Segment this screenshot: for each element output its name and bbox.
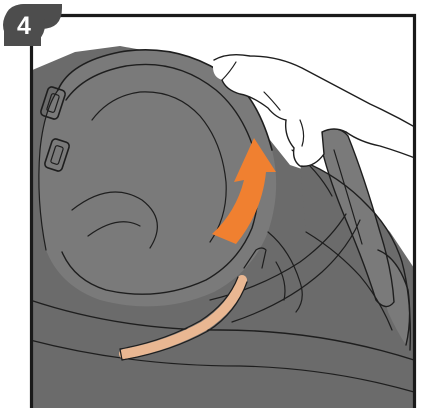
step-badge: 4 bbox=[3, 4, 62, 46]
step-number: 4 bbox=[17, 12, 31, 40]
